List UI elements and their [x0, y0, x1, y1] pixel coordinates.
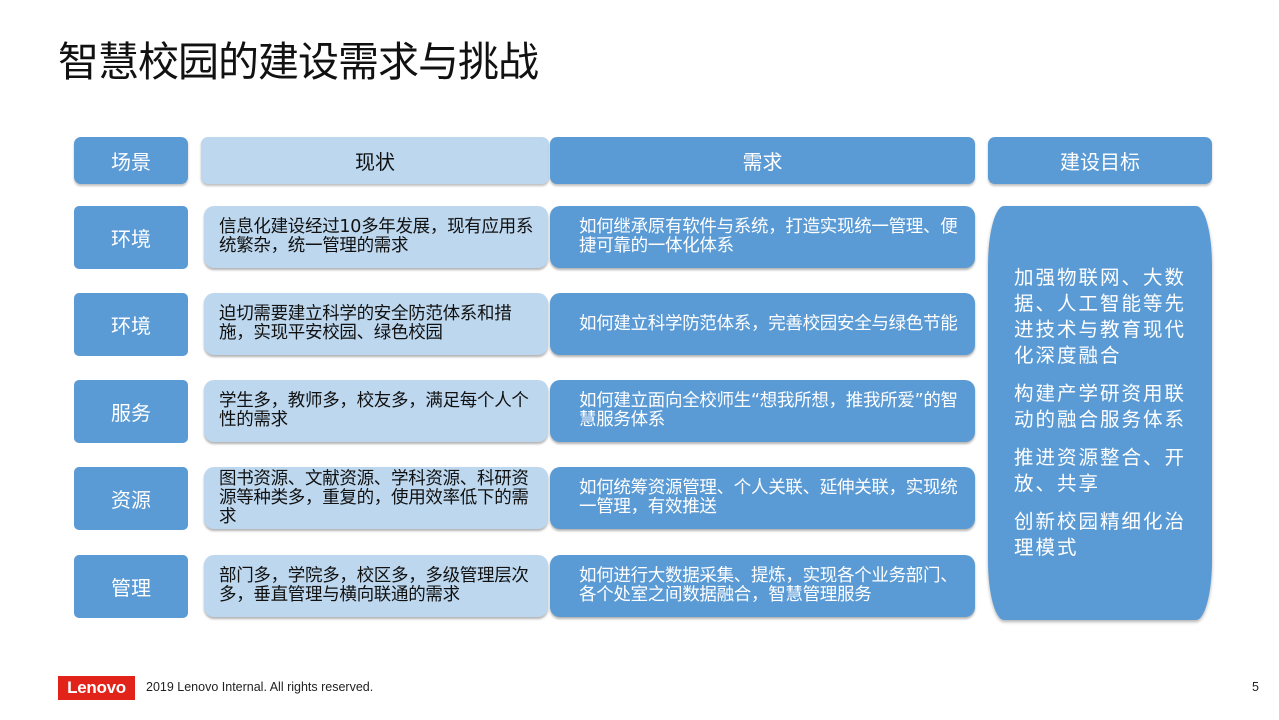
slide-title: 智慧校园的建设需求与挑战	[58, 38, 539, 86]
demand-cell: 如何进行大数据采集、提炼，实现各个业务部门、各个处室之间数据融合，智慧管理服务	[550, 555, 975, 617]
status-cell: 部门多，学院多，校区多，多级管理层次多，垂直管理与横向联通的需求	[204, 555, 548, 617]
page-number: 5	[1252, 680, 1259, 694]
copyright-text: 2019 Lenovo Internal. All rights reserve…	[146, 680, 374, 694]
header-status: 现状	[201, 137, 549, 184]
goal-item: 推进资源整合、开放、共享	[1014, 446, 1187, 495]
demand-cell: 如何建立面向全校师生“想我所想，推我所爱”的智慧服务体系	[550, 380, 975, 442]
lenovo-logo: Lenovo	[58, 676, 135, 700]
status-cell: 学生多，教师多，校友多，满足每个人个性的需求	[204, 380, 548, 442]
scene-cell: 管理	[74, 555, 188, 618]
scene-cell: 服务	[74, 380, 188, 443]
demand-cell: 如何统筹资源管理、个人关联、延伸关联，实现统一管理，有效推送	[550, 467, 975, 529]
scene-cell: 资源	[74, 467, 188, 530]
goal-item: 构建产学研资用联动的融合服务体系	[1014, 382, 1187, 431]
header-demand: 需求	[550, 137, 975, 184]
demand-cell: 如何继承原有软件与系统，打造实现统一管理、便捷可靠的一体化体系	[550, 206, 975, 268]
scene-cell: 环境	[74, 206, 188, 269]
goal-panel: 加强物联网、大数据、人工智能等先进技术与教育现代化深度融合 构建产学研资用联动的…	[988, 206, 1212, 620]
status-cell: 信息化建设经过10多年发展，现有应用系统繁杂，统一管理的需求	[204, 206, 548, 268]
status-cell: 图书资源、文献资源、学科资源、科研资源等种类多，重复的，使用效率低下的需求	[204, 467, 548, 529]
demand-cell: 如何建立科学防范体系，完善校园安全与绿色节能	[550, 293, 975, 355]
scene-cell: 环境	[74, 293, 188, 356]
header-scene: 场景	[74, 137, 188, 184]
status-cell: 迫切需要建立科学的安全防范体系和措施，实现平安校园、绿色校园	[204, 293, 548, 355]
header-goal: 建设目标	[988, 137, 1212, 184]
goal-item: 创新校园精细化治理模式	[1014, 510, 1187, 559]
goal-item: 加强物联网、大数据、人工智能等先进技术与教育现代化深度融合	[1014, 266, 1187, 367]
